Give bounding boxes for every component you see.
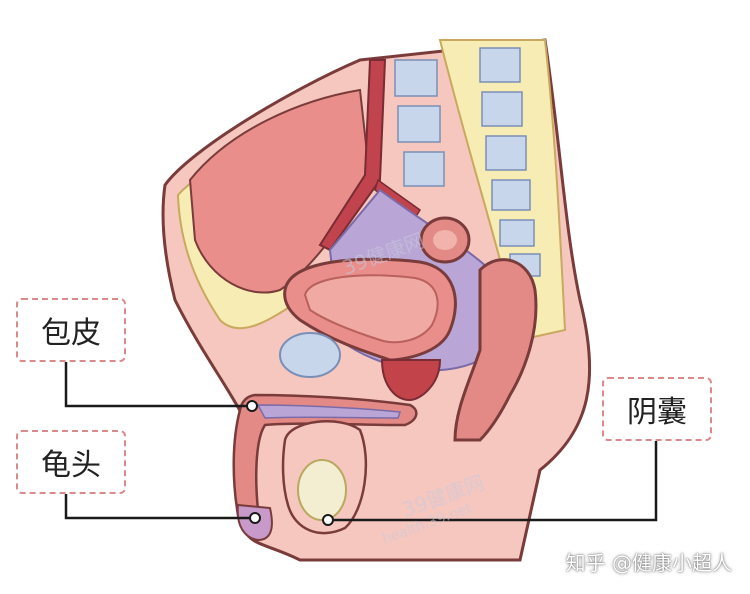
rectum xyxy=(453,258,538,442)
vertebra xyxy=(491,179,531,211)
pubic-bone xyxy=(279,332,341,378)
leader-dot-foreskin xyxy=(246,400,258,412)
label-foreskin: 包皮 xyxy=(16,298,126,362)
vertebra xyxy=(403,151,445,187)
label-glans: 龟头 xyxy=(16,430,126,494)
prostate xyxy=(380,359,442,402)
bladder-inner xyxy=(303,274,439,344)
vertebra xyxy=(479,47,521,83)
leader-dot-scrotum xyxy=(322,514,334,526)
vertebra xyxy=(499,219,535,247)
vertebra xyxy=(481,91,523,127)
leader-line-glans xyxy=(64,492,253,520)
leader-line-scrotum xyxy=(330,438,658,522)
label-scrotum: 阴囊 xyxy=(602,377,712,441)
watermark-author: 知乎 @健康小超人 xyxy=(565,551,732,575)
intestine-lumen xyxy=(433,230,457,250)
corpus xyxy=(256,404,402,419)
leader-dot-glans xyxy=(249,512,261,524)
vertebra xyxy=(397,105,441,143)
testis xyxy=(297,459,347,521)
leader-line-foreskin xyxy=(64,360,250,408)
vertebra xyxy=(485,135,527,171)
vertebra xyxy=(394,59,438,97)
